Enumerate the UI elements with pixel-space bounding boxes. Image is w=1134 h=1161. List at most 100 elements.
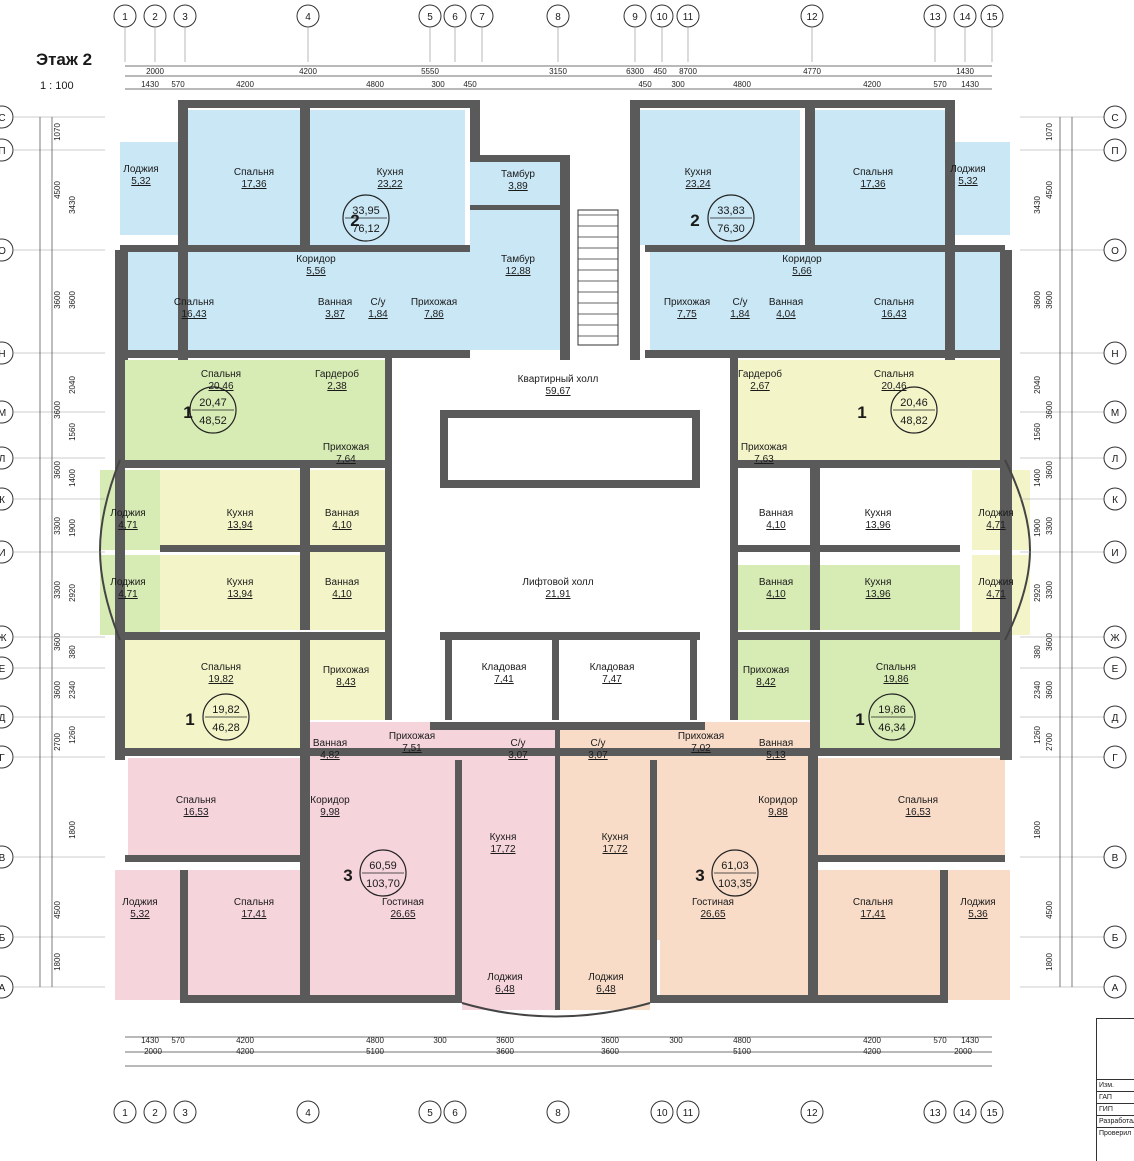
axis-bubble-left-1: [0, 138, 14, 162]
room-area-16: 4,04: [776, 309, 796, 320]
dim-right-inner-5: 1900: [1033, 519, 1042, 537]
room-fill-pink-0: [128, 758, 300, 855]
dim-left-outer-8: 3600: [53, 681, 62, 699]
dim-bot1-6: 3600: [601, 1036, 619, 1045]
apartment-total-area-3: 48,82: [900, 415, 928, 427]
dim-bot1-5: 3600: [496, 1036, 514, 1045]
room-fill-green-2: [100, 470, 160, 550]
dim-left-inner-4: 1400: [68, 469, 77, 487]
dim-right-outer-1: 4500: [1045, 181, 1054, 199]
room-fill-pink-4: [462, 940, 555, 1010]
room-name-48: Прихожая: [389, 731, 435, 742]
room-name-40: Кладовая: [482, 662, 527, 673]
wall-1: [945, 100, 955, 360]
room-fill-blue-3: [640, 110, 800, 245]
room-name-20: Квартирный холл: [518, 374, 599, 385]
dim-bot1-11: 1430: [961, 1036, 979, 1045]
room-area-44: 4,82: [320, 750, 340, 761]
room-area-60: 17,41: [860, 909, 885, 920]
axis-label-right-1: П: [1111, 146, 1118, 157]
room-area-23: 7,64: [336, 454, 356, 465]
dim-top2-1: 570: [171, 80, 185, 89]
dim-left-inner-3: 1560: [68, 423, 77, 441]
room-name-0: Лоджия: [123, 164, 158, 175]
apartment-total-area-5: 46,34: [878, 722, 906, 734]
axis-label-top-2: 2: [152, 12, 158, 23]
room-area-3: 3,89: [508, 181, 528, 192]
wall-53: [690, 640, 697, 720]
room-area-50: 16,53: [183, 807, 208, 818]
dim-bot1-0: 1430: [141, 1036, 159, 1045]
dim-right-inner-8: 2340: [1033, 681, 1042, 699]
dim-bot1-10: 570: [933, 1036, 947, 1045]
room-area-7: 5,32: [958, 176, 978, 187]
apartment-total-area-2: 48,52: [199, 415, 227, 427]
axis-bubble-right-11: [1103, 745, 1127, 769]
dim-top1-1: 4200: [299, 67, 317, 76]
axis-bubble-right-1: [1103, 138, 1127, 162]
room-name-22: Спальня: [874, 369, 914, 380]
room-area-8: 5,56: [306, 266, 326, 277]
room-area-2: 23,22: [377, 179, 402, 190]
axis-bubble-left-12: [0, 845, 14, 869]
stamp-gap: ГАП: [1097, 1091, 1134, 1103]
room-area-37: 4,71: [986, 589, 1006, 600]
wall-12: [122, 350, 470, 358]
axis-bubble-bottom-13: [923, 1100, 947, 1124]
room-name-4: Тамбур: [501, 253, 535, 265]
room-fill-green-6: [810, 565, 960, 630]
room-name-2: Кухня: [377, 167, 404, 178]
axis-bubble-top-13: [923, 4, 947, 28]
room-area-62: 6,48: [495, 984, 515, 995]
room-name-46: С/у: [591, 738, 606, 749]
axis-label-bottom-3: 3: [182, 1108, 188, 1119]
room-area-21: 2,67: [750, 381, 770, 392]
wall-18: [122, 460, 385, 468]
apartment-living-area-4: 19,82: [212, 704, 240, 716]
room-area-25: 4,71: [118, 520, 138, 531]
room-fill-yellow-5: [160, 555, 300, 630]
dim-top1-0: 2000: [146, 67, 164, 76]
wall-9: [805, 108, 815, 245]
apartment-total-area-0: 76,12: [352, 223, 380, 235]
room-name-11: Ванная: [318, 297, 352, 308]
dim-left-outer-10: 4500: [53, 901, 62, 919]
dim-top1-3: 3150: [549, 67, 567, 76]
room-name-47: Ванная: [759, 738, 793, 749]
axis-bubble-bottom-12: [800, 1100, 824, 1124]
room-area-45: 3,07: [508, 750, 528, 761]
axis-label-top-8: 8: [555, 12, 561, 23]
dim-right-outer-0: 1070: [1045, 123, 1054, 141]
dim-left-inner-6: 2920: [68, 584, 77, 602]
dim-top2-8: 4800: [733, 80, 751, 89]
dim-right-inner-10: 1800: [1033, 821, 1042, 839]
room-name-44: Ванная: [313, 738, 347, 749]
axis-bubble-left-8: [0, 625, 14, 649]
dim-left-outer-11: 1800: [53, 953, 62, 971]
axis-bubble-right-5: [1103, 446, 1127, 470]
apartment-rooms-0: 2: [350, 211, 359, 230]
dim-top1-2: 5550: [421, 67, 439, 76]
axis-bubble-right-6: [1103, 487, 1127, 511]
room-fill-pink-2: [115, 870, 300, 1000]
dim-top2-6: 450: [638, 80, 652, 89]
axis-bubble-bottom-11: [676, 1100, 700, 1124]
room-fill-peach-2: [815, 870, 1010, 1000]
room-area-52: 9,88: [768, 807, 788, 818]
axis-label-top-7: 7: [479, 12, 485, 23]
axis-bubble-right-13: [1103, 925, 1127, 949]
room-name-54: Кухня: [490, 832, 517, 843]
axis-bubble-bottom-1: [113, 1100, 137, 1124]
wall-21: [738, 545, 960, 552]
room-fill-green-3: [100, 555, 160, 635]
axis-bubble-top-11: [676, 4, 700, 28]
axis-label-left-14: А: [0, 983, 6, 994]
apartment-living-area-0: 33,95: [352, 205, 380, 217]
apartment-rooms-7: 3: [695, 866, 704, 885]
axis-bubble-right-9: [1103, 656, 1127, 680]
room-fill-yellow-1: [738, 360, 810, 460]
dim-right-inner-3: 1560: [1033, 423, 1042, 441]
apartment-rooms-1: 2: [690, 211, 699, 230]
stamp-proveril: Проверил: [1097, 1127, 1134, 1139]
room-fill-green-1: [310, 360, 385, 460]
